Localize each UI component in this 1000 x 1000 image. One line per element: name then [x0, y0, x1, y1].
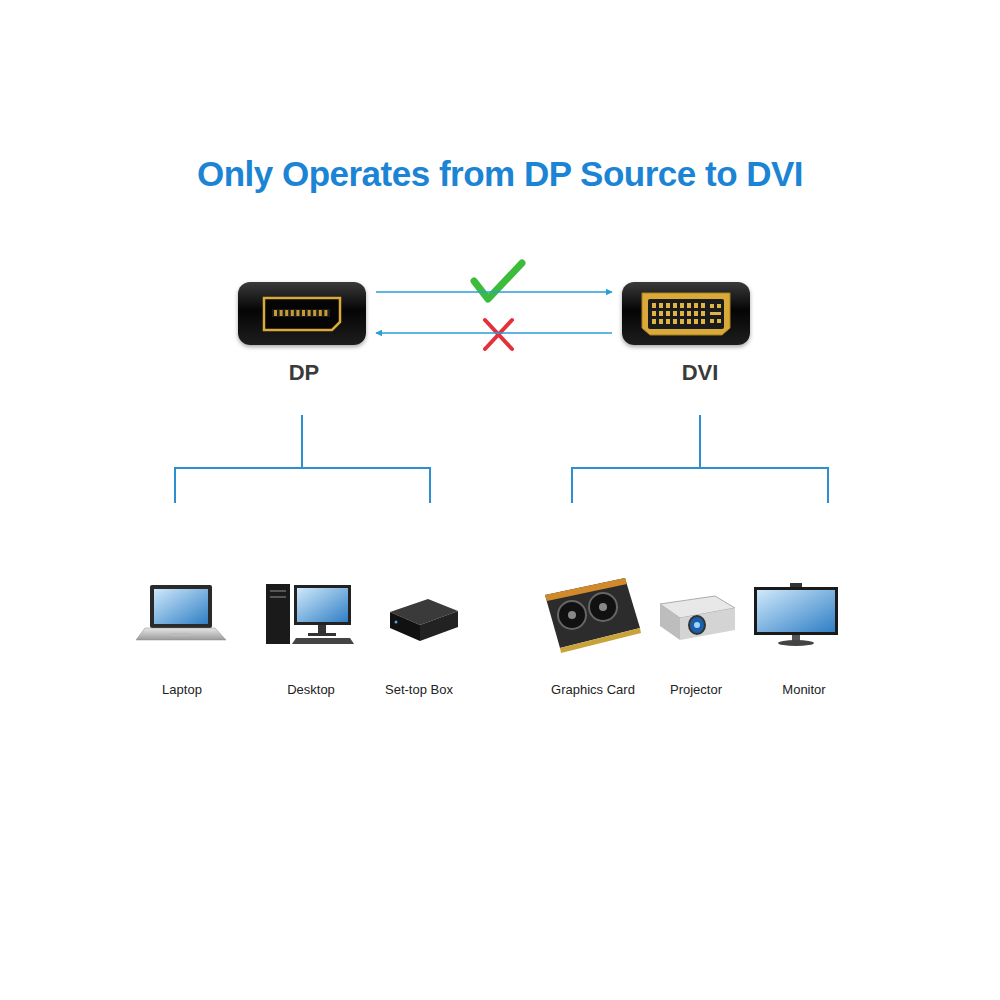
desktop-icon	[266, 584, 354, 644]
connector-plug: DP	[238, 282, 366, 345]
connector-plug: DVI	[622, 282, 750, 345]
device-label: Graphics Card	[551, 682, 635, 697]
laptop-icon	[136, 585, 226, 640]
device-label: Projector	[670, 682, 722, 697]
dp-port	[238, 282, 366, 345]
device-label: Monitor	[782, 682, 825, 697]
tree-bracket	[175, 415, 828, 503]
projector-icon	[660, 596, 735, 640]
signal-arrow	[376, 332, 612, 334]
title: Only Operates from DP Source to DVI	[0, 154, 1000, 194]
monitor-icon	[754, 583, 838, 646]
dvi-port	[622, 282, 750, 345]
signal-arrow	[376, 291, 612, 293]
device-label: Set-top Box	[385, 682, 453, 697]
port-name: DP	[289, 360, 320, 386]
device-label: Laptop	[162, 682, 202, 697]
port-name: DVI	[682, 360, 719, 386]
device-label: Desktop	[287, 682, 335, 697]
cross-mark	[485, 320, 512, 349]
graphics-card-icon	[545, 578, 641, 653]
set-top-box-icon	[390, 599, 458, 641]
check-mark	[474, 263, 522, 299]
